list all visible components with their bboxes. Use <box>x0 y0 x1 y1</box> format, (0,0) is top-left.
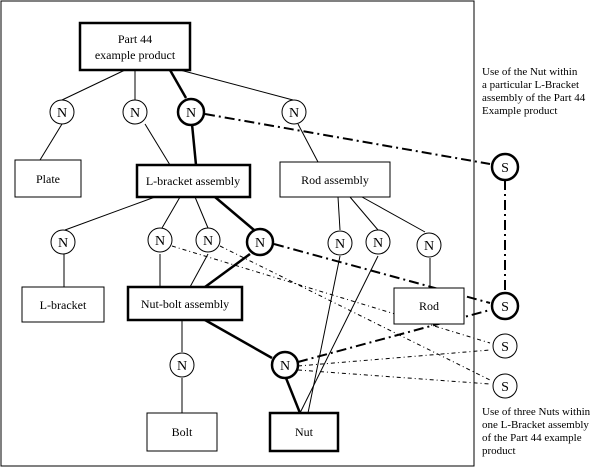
thin-connectors <box>39 69 431 414</box>
lbracket-label: L-bracket <box>40 298 87 312</box>
box-bolt: Bolt <box>146 412 218 452</box>
n-node: N <box>147 227 173 253</box>
svg-text:N: N <box>424 239 434 254</box>
bolt-label: Bolt <box>172 425 193 439</box>
n-node-highlighted: N <box>245 227 275 257</box>
n-node-highlighted: N <box>176 97 206 127</box>
n-node-highlighted: N <box>270 350 300 380</box>
svg-text:N: N <box>289 106 299 121</box>
n-node: N <box>327 230 353 256</box>
nut-label: Nut <box>295 425 314 439</box>
s-node-highlighted: S <box>490 152 520 182</box>
n-node: N <box>50 229 76 255</box>
svg-text:N: N <box>186 106 196 121</box>
box-nut: Nut <box>268 411 340 453</box>
s-node-highlighted: S <box>490 291 520 321</box>
s-node: S <box>492 333 518 359</box>
box-rod-assembly: Rod assembly <box>279 161 391 198</box>
plate-label: Plate <box>36 172 60 186</box>
n-node: N <box>195 227 221 253</box>
svg-text:N: N <box>130 106 140 121</box>
svg-text:N: N <box>155 234 165 249</box>
svg-text:S: S <box>501 300 509 315</box>
n-node: N <box>416 232 442 258</box>
n-node: N <box>122 99 148 125</box>
rod-label: Rod <box>419 299 439 313</box>
svg-text:N: N <box>255 236 265 251</box>
part44-line2: example product <box>95 48 176 62</box>
thick-path <box>168 69 302 414</box>
box-lbracket-assembly: L-bracket assembly <box>135 163 252 199</box>
lbracket-assembly-label: L-bracket assembly <box>146 174 240 188</box>
box-rod: Rod <box>393 287 465 325</box>
box-lbracket: L-bracket <box>21 286 105 323</box>
svg-text:N: N <box>57 106 67 121</box>
box-nutbolt-assembly: Nut-bolt assembly <box>126 285 244 322</box>
n-node: N <box>49 99 75 125</box>
svg-text:S: S <box>501 340 509 355</box>
svg-text:S: S <box>501 380 509 395</box>
svg-text:N: N <box>280 359 290 374</box>
n-node: N <box>365 229 391 255</box>
n-node: N <box>281 99 307 125</box>
svg-text:N: N <box>203 234 213 249</box>
box-plate: Plate <box>14 159 82 198</box>
box-part44: Part 44 example product <box>78 21 192 72</box>
n-node: N <box>169 352 195 378</box>
s-node: S <box>492 373 518 399</box>
svg-text:N: N <box>373 236 383 251</box>
rod-assembly-label: Rod assembly <box>301 173 369 187</box>
note-bottom: Use of three Nuts within one L-Bracket a… <box>482 406 591 457</box>
svg-text:N: N <box>335 237 345 252</box>
svg-text:N: N <box>177 359 187 374</box>
note-top: Use of the Nut within a particular L-Bra… <box>482 66 586 117</box>
svg-text:S: S <box>501 161 509 176</box>
diagram-frame <box>0 0 475 467</box>
svg-text:N: N <box>58 236 68 251</box>
part44-line1: Part 44 <box>118 32 152 46</box>
nutbolt-assembly-label: Nut-bolt assembly <box>141 297 229 311</box>
